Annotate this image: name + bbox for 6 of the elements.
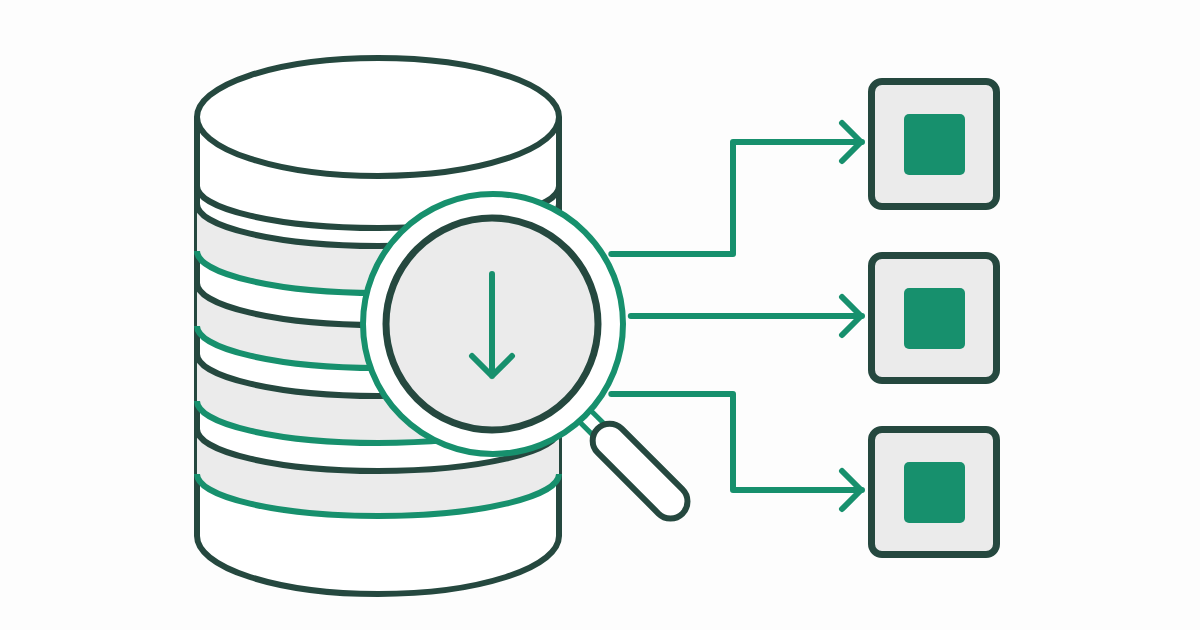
square-tile — [868, 426, 1000, 558]
arrow — [608, 391, 865, 512]
arrow — [608, 120, 865, 257]
square-tile — [868, 78, 1000, 210]
square-tile — [868, 252, 1000, 384]
arrow — [627, 294, 865, 338]
